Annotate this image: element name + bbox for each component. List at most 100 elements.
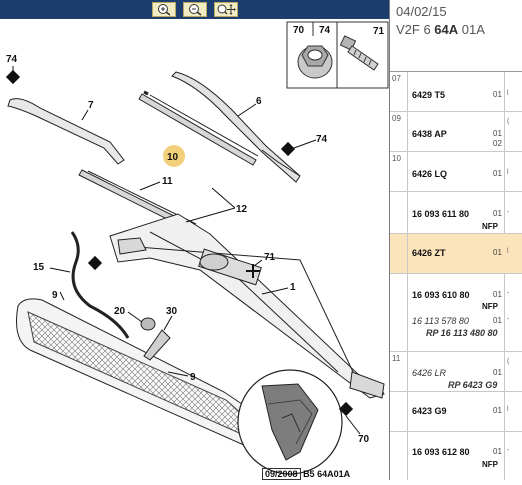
wiper-linkage: [109, 213, 385, 399]
part-row[interactable]: 16 093 611 80 01 NFP -: [390, 192, 522, 234]
washer-nozzle-20: [140, 317, 156, 331]
part-qty: 01: [493, 209, 502, 218]
marker-71: [246, 264, 260, 278]
row-num: [390, 192, 408, 233]
callout-20[interactable]: 20: [114, 306, 126, 317]
callout-11[interactable]: 11: [162, 176, 173, 187]
callout-9-bottom[interactable]: 9: [190, 372, 196, 383]
washer-jet-30: [143, 329, 171, 361]
row-num: [390, 312, 408, 351]
row-num: [390, 392, 408, 431]
part-row[interactable]: 07 6429 T5 01 l: [390, 72, 522, 112]
part-row[interactable]: 11 6426 LR RP 6423 G9 01 (: [390, 352, 522, 392]
part-tail: l: [507, 90, 509, 97]
callout-1[interactable]: 1: [290, 282, 296, 293]
footer-code: B5 64A01A: [303, 469, 351, 479]
callout-highlight-10[interactable]: [163, 145, 185, 167]
part-row[interactable]: 16 093 612 80 01 NFP -: [390, 432, 522, 480]
wiper-diagram-svg: 70 74 71: [5, 21, 389, 475]
part-row[interactable]: 16 113 578 80 01 RP 16 113 480 80 -: [390, 312, 522, 352]
part-row[interactable]: 10 6426 LQ 01 l: [390, 152, 522, 192]
bolt-icon: [339, 35, 379, 71]
row-num: [390, 234, 408, 273]
nfp-badge: NFP: [482, 460, 498, 469]
part-row-selected[interactable]: 6426 ZT 01 l: [390, 234, 522, 274]
part-ref[interactable]: 6426 LQ: [412, 169, 448, 179]
part-tail: l: [507, 169, 509, 176]
footer-date: 09/2008: [262, 468, 301, 480]
callout-7[interactable]: 7: [88, 100, 94, 111]
part-tail: (: [507, 118, 510, 125]
callout-10[interactable]: 10: [167, 152, 179, 163]
part-row[interactable]: 16 093 610 80 01 NFP -: [390, 274, 522, 312]
part-ref[interactable]: 16 093 611 80: [412, 209, 470, 219]
part-tail: -: [507, 316, 510, 323]
part-qty: 01: [493, 368, 502, 377]
callout-74-right[interactable]: 74: [316, 134, 328, 145]
nfp-badge: NFP: [482, 222, 498, 231]
part-ref[interactable]: 16 113 578 80: [412, 316, 469, 326]
marker-74a: [5, 69, 21, 85]
diagram-footer: 09/2008 B5 64A01A: [262, 468, 351, 480]
replacement-ref[interactable]: RP 16 113 480 80: [426, 328, 498, 338]
marker-70: [338, 401, 354, 417]
part-tail: -: [507, 209, 510, 216]
part-row[interactable]: 6423 G9 01 l: [390, 392, 522, 432]
part-ref[interactable]: 6423 G9: [412, 406, 447, 416]
inset-label-left: 70: [293, 25, 305, 36]
row-num: 07: [390, 72, 408, 111]
part-ref[interactable]: 6426 ZT: [412, 248, 446, 258]
part-ref[interactable]: 16 093 610 80: [412, 290, 470, 300]
part-ref[interactable]: 16 093 612 80: [412, 447, 470, 457]
part-ref[interactable]: 6429 T5: [412, 90, 446, 100]
part-qty: 01: [493, 406, 502, 415]
callout-71[interactable]: 71: [264, 252, 276, 263]
part-row[interactable]: 09 6438 AP 01 02 (: [390, 112, 522, 152]
wiper-arm-right: [171, 71, 301, 183]
nut-icon: [297, 45, 333, 79]
part-qty: 01: [493, 447, 502, 456]
part-qty-2: 02: [493, 139, 502, 148]
pan-zoom-button[interactable]: [214, 2, 238, 17]
replacement-ref[interactable]: RP 6423 G9: [448, 380, 498, 390]
marker-15: [87, 255, 103, 271]
detail-circle: [237, 369, 343, 475]
nfp-badge: NFP: [482, 302, 498, 311]
part-ref[interactable]: 6438 AP: [412, 129, 447, 139]
parts-header: 04/02/15 V2F 6 64A 01A: [390, 0, 522, 72]
callout-70[interactable]: 70: [358, 434, 370, 445]
part-qty: 01: [493, 129, 502, 138]
parts-list-panel: 04/02/15 V2F 6 64A 01A 07 6429 T5 01 l 0…: [389, 0, 522, 480]
callout-74-top[interactable]: 74: [6, 54, 18, 65]
zoom-in-button[interactable]: [152, 2, 176, 17]
part-tail: l: [507, 248, 509, 255]
callout-9-left[interactable]: 9: [52, 290, 58, 301]
part-tail: -: [507, 290, 510, 297]
wiper-blade-10: [138, 90, 259, 166]
wiper-arm-left: [7, 98, 125, 165]
part-tail: -: [507, 447, 510, 454]
callout-30[interactable]: 30: [166, 306, 178, 317]
row-num: 09: [390, 112, 408, 151]
part-qty: 01: [493, 290, 502, 299]
inset-label-right: 74: [319, 25, 331, 36]
row-num: 11: [390, 352, 408, 391]
callout-15[interactable]: 15: [33, 262, 45, 273]
part-qty: 01: [493, 248, 502, 257]
part-tail: (: [507, 358, 510, 365]
row-num: [390, 432, 408, 480]
parts-header-code: V2F 6 64A 01A: [396, 22, 485, 37]
part-ref[interactable]: 6426 LR: [412, 368, 447, 378]
zoom-out-icon: [189, 4, 202, 16]
parts-diagram[interactable]: 70 74 71: [0, 0, 389, 480]
part-tail: l: [507, 406, 509, 413]
zoom-out-button[interactable]: [183, 2, 207, 17]
parts-header-date: 04/02/15: [396, 4, 447, 19]
part-qty: 01: [493, 316, 502, 325]
callout-6[interactable]: 6: [256, 96, 262, 107]
row-num: 10: [390, 152, 408, 191]
callout-12[interactable]: 12: [236, 204, 248, 215]
row-num: [390, 274, 408, 312]
part-qty: 01: [493, 169, 502, 178]
zoom-in-icon: [158, 4, 171, 16]
